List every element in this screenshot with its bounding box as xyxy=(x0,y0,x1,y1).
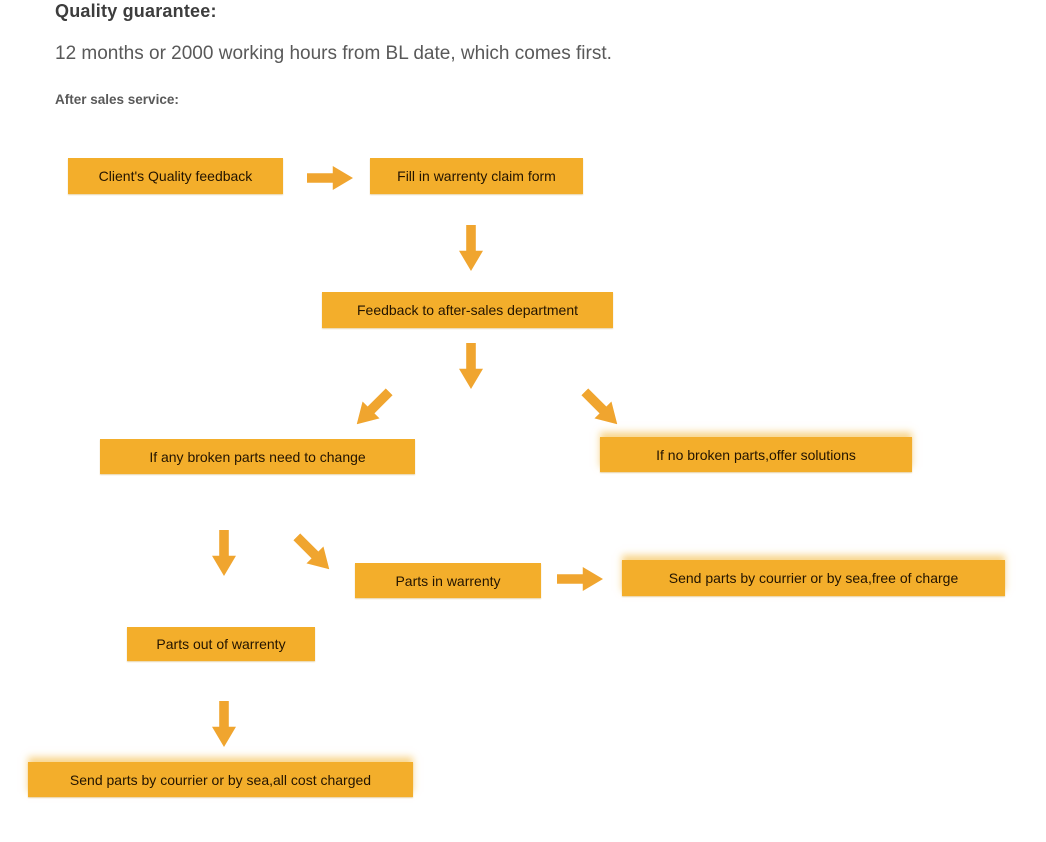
arrow-down-icon xyxy=(459,343,483,389)
guarantee-text: 12 months or 2000 working hours from BL … xyxy=(55,43,612,64)
node-send-parts-all-cost-charged: Send parts by courrier or by sea,all cos… xyxy=(28,762,413,797)
node-no-broken-parts-offer-solutions: If no broken parts,offer solutions xyxy=(600,437,912,472)
node-feedback-after-sales-department: Feedback to after-sales department xyxy=(322,292,613,328)
node-broken-parts-need-change: If any broken parts need to change xyxy=(100,439,415,474)
arrow-down-right-icon xyxy=(288,528,337,577)
node-parts-out-of-warrenty: Parts out of warrenty xyxy=(127,627,315,661)
arrow-down-left-icon xyxy=(348,383,397,432)
node-fill-warrenty-claim-form: Fill in warrenty claim form xyxy=(370,158,583,194)
arrow-down-icon xyxy=(212,530,236,576)
node-clients-quality-feedback: Client's Quality feedback xyxy=(68,158,283,194)
after-sales-service-label: After sales service: xyxy=(55,92,179,107)
arrow-down-right-icon xyxy=(576,383,625,432)
arrow-down-icon xyxy=(459,225,483,271)
node-send-parts-free-of-charge: Send parts by courrier or by sea,free of… xyxy=(622,560,1005,596)
arrow-right-icon xyxy=(307,166,353,190)
node-parts-in-warrenty: Parts in warrenty xyxy=(355,563,541,598)
page-title: Quality guarantee: xyxy=(55,1,217,21)
arrow-right-icon xyxy=(557,567,603,591)
arrow-down-icon xyxy=(212,701,236,747)
